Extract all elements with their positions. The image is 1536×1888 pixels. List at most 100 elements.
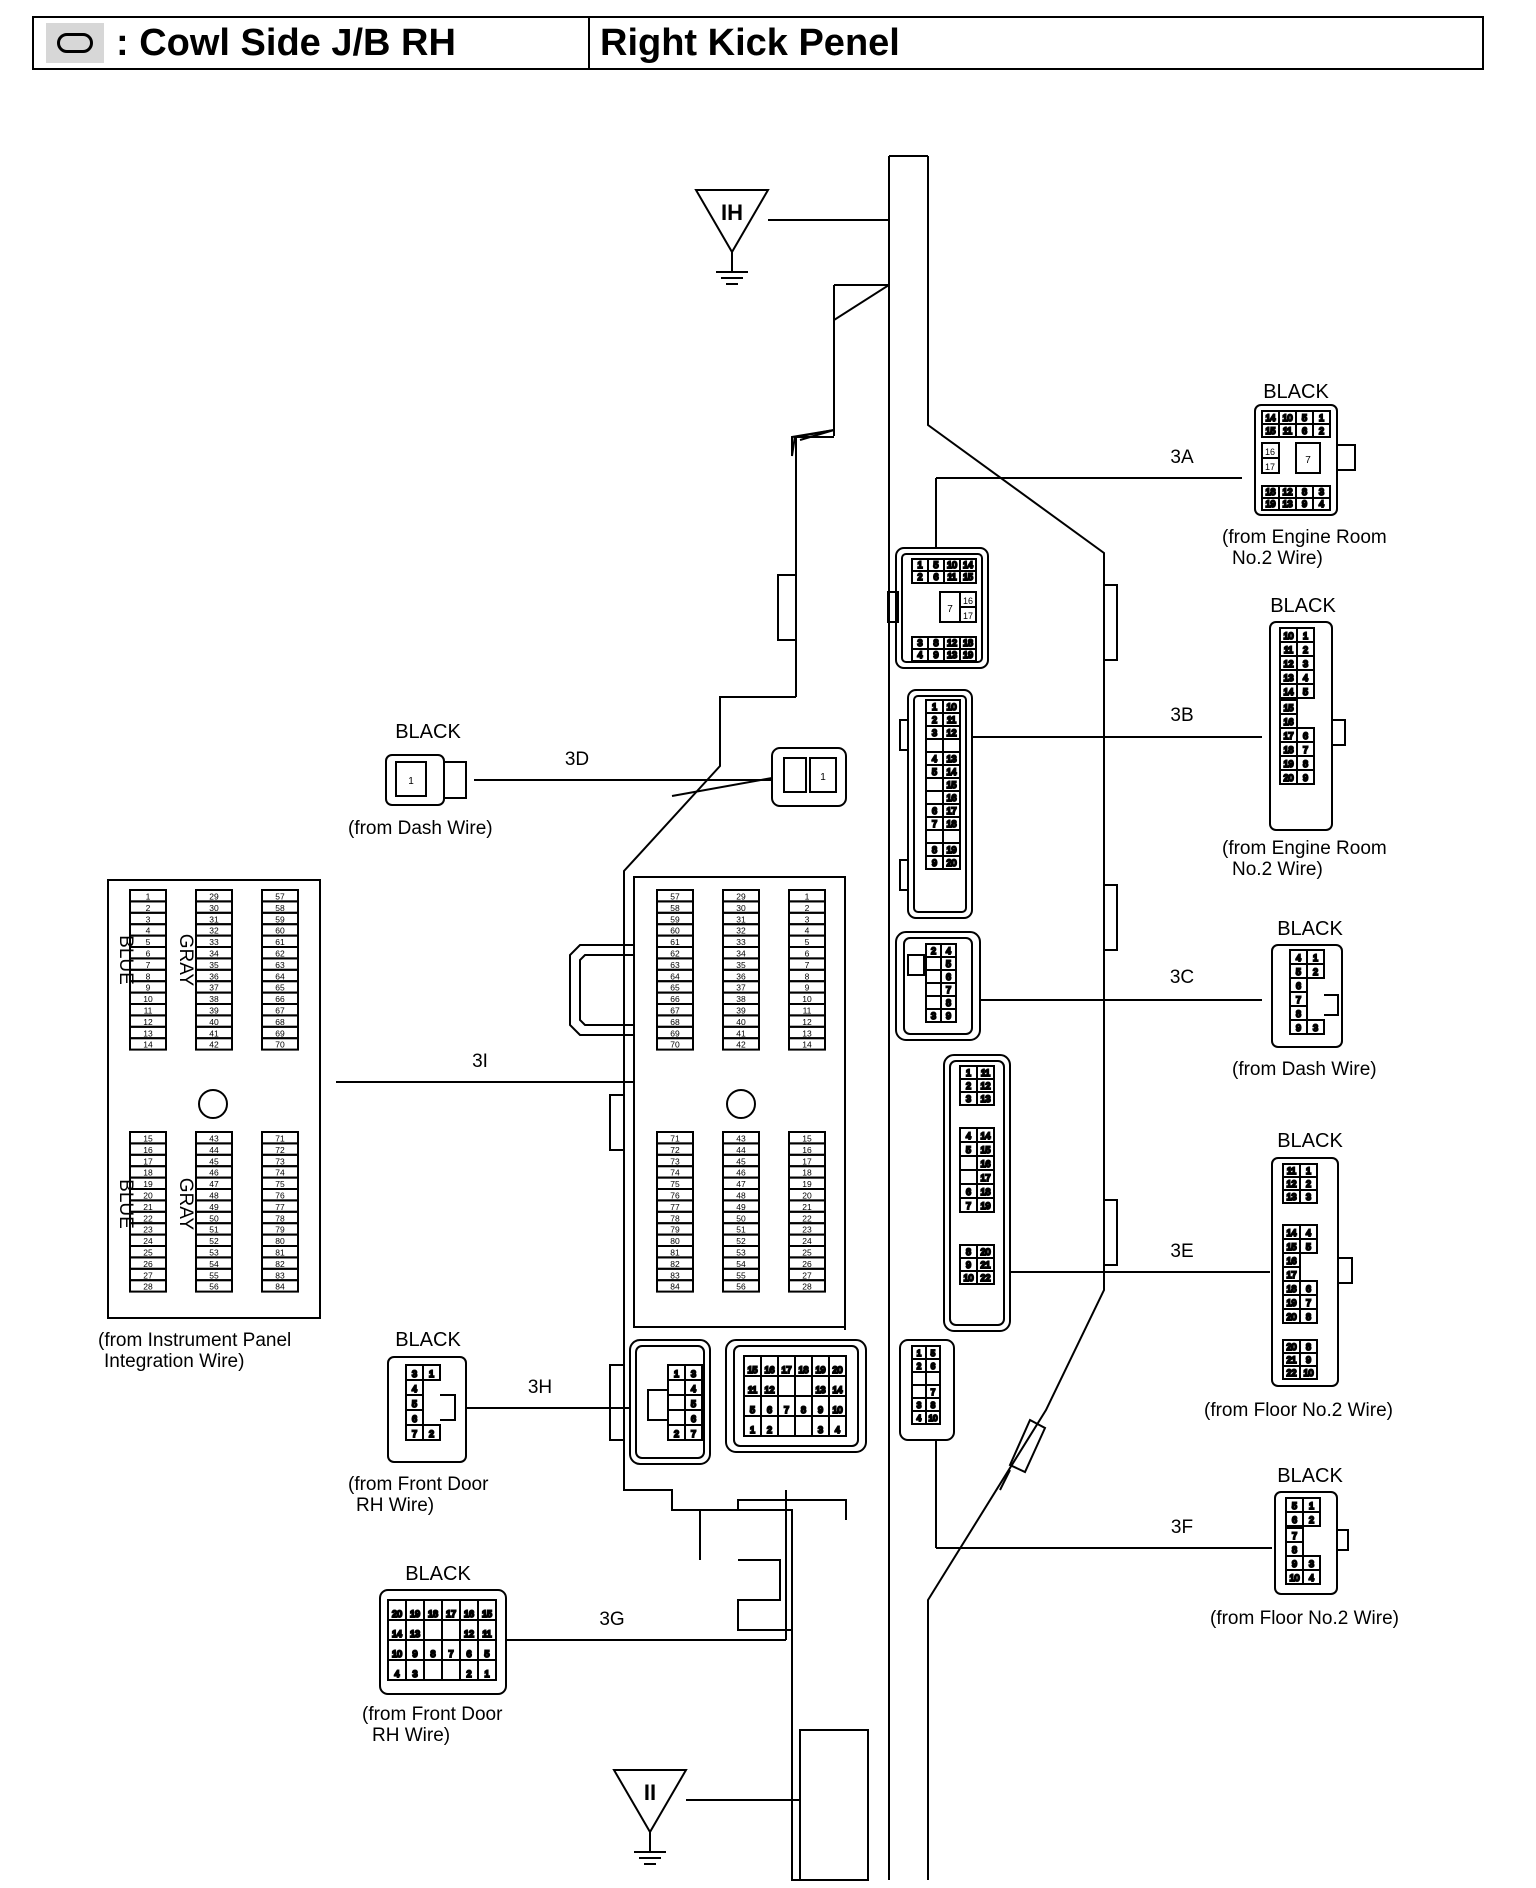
pin-cell (809, 757, 837, 793)
pin-number: 71 (275, 1134, 285, 1144)
pin-number: 6 (412, 1414, 417, 1424)
socket-key (907, 954, 925, 976)
pin-number: 83 (670, 1270, 680, 1280)
pin-number: 21 (802, 1202, 812, 1212)
pin-number: 60 (670, 926, 680, 936)
pin-number: 48 (209, 1191, 219, 1201)
pin-cell (195, 1279, 233, 1293)
pin-number: 20 (392, 1609, 402, 1619)
pin-number: 77 (275, 1202, 285, 1212)
pin-cell (911, 1384, 927, 1399)
pin-number: 6 (1302, 426, 1307, 436)
socket-inner (903, 937, 973, 1035)
pin-number: 35 (736, 960, 746, 970)
pin-number: 25 (802, 1248, 812, 1258)
connector-body (1271, 1157, 1339, 1387)
pin-number: 16 (764, 1365, 774, 1375)
connector-3a-source: No.2 Wire) (1232, 548, 1323, 569)
pin-number: 7 (1303, 745, 1308, 755)
socket-body (895, 931, 981, 1041)
pin-number: 4 (412, 1384, 417, 1394)
connector-3d-color: BLACK (395, 721, 461, 743)
pin-number: 20 (832, 1365, 842, 1375)
pin-number: 5 (805, 937, 810, 947)
connector-3a-color: BLACK (1263, 381, 1329, 403)
connector-id-3h (520, 1373, 560, 1399)
pin-number: 44 (209, 1145, 219, 1155)
pin-number: 10 (1289, 1573, 1299, 1583)
pin-number: 3 (412, 1369, 417, 1379)
connector-3i-source: Integration Wire) (104, 1351, 244, 1372)
pin-cell (422, 1364, 441, 1381)
pin-number: 10 (1283, 631, 1293, 641)
pin-cell (722, 1279, 760, 1293)
connector-id-3e-label: 3E (1170, 1241, 1193, 1262)
pin-number: 18 (963, 638, 973, 648)
pin-number: 68 (670, 1017, 680, 1027)
pin-number: 1 (750, 1425, 755, 1435)
pin-number: 12 (764, 1385, 774, 1395)
pin-number: 4 (1296, 953, 1301, 963)
connector-body (1271, 944, 1343, 1048)
pin-number: 2 (917, 1362, 922, 1371)
pin-cell (656, 1037, 694, 1051)
pin-number: 5 (412, 1399, 417, 1409)
pin-number: 1 (1313, 953, 1318, 963)
pin-number: 11 (947, 715, 956, 725)
pin-cell (940, 1008, 957, 1023)
pin-number: 29 (736, 892, 746, 902)
socket-inner (949, 1060, 1005, 1326)
pin-number: 18 (1283, 745, 1293, 755)
pin-number: 1 (1306, 1166, 1311, 1176)
connector-3i-source: (from Instrument Panel (98, 1330, 291, 1351)
pin-number: 30 (209, 903, 219, 913)
pin-number: 16 (1265, 447, 1275, 457)
connector-3b-color: BLACK (1270, 595, 1336, 617)
connector-3f-source: (from Floor No.2 Wire) (1210, 1608, 1399, 1629)
pin-cell (395, 761, 427, 797)
pin-number: 70 (670, 1040, 680, 1050)
pin-number: 6 (933, 572, 938, 582)
connector-id-3g (592, 1605, 632, 1631)
jb-fuse-panel (633, 876, 846, 1328)
pin-number: 1 (805, 892, 810, 902)
pin-cell (656, 1279, 694, 1293)
pin-number: 1 (1303, 631, 1308, 641)
pin-number: 48 (736, 1191, 746, 1201)
pin-number: 9 (805, 983, 810, 993)
pin-number: 18 (143, 1168, 153, 1178)
pin-number: 82 (275, 1259, 285, 1269)
pin-number: 17 (963, 611, 973, 621)
pin-number: 3 (146, 914, 151, 924)
socket-body (725, 1339, 867, 1453)
pin-cell (129, 1279, 167, 1293)
connector-id-3h-label: 3H (528, 1377, 552, 1398)
pin-number: 36 (736, 971, 746, 981)
pin-number: 32 (209, 926, 219, 936)
pin-number: 59 (670, 914, 680, 924)
jb-panel-handle (569, 944, 634, 1036)
pin-number: 23 (802, 1225, 812, 1235)
socket-body (771, 747, 847, 807)
connector-id-3c-label: 3C (1170, 967, 1194, 988)
pin-cell (794, 1375, 813, 1397)
pin-number: 17 (143, 1156, 153, 1166)
pin-number: 1 (429, 1369, 434, 1379)
connector-3b-source: (from Engine Room (1222, 838, 1387, 859)
pin-number: 16 (946, 793, 956, 803)
pin-number: 34 (209, 949, 219, 959)
pin-number: 16 (143, 1145, 153, 1155)
pin-number: 24 (802, 1236, 812, 1246)
pin-number: 4 (835, 1425, 840, 1435)
pin-number: 51 (209, 1225, 219, 1235)
pin-cell (959, 1169, 978, 1185)
pin-number: 13 (947, 650, 957, 660)
pin-number: 77 (670, 1202, 680, 1212)
connector-3c (1271, 944, 1343, 1048)
pin-number: 2 (931, 946, 936, 956)
pin-number: 76 (275, 1191, 285, 1201)
pin-number: 11 (981, 1068, 990, 1078)
pin-cell (261, 1279, 299, 1293)
pin-number: 7 (1305, 455, 1311, 466)
pin-number: 19 (1265, 499, 1275, 509)
